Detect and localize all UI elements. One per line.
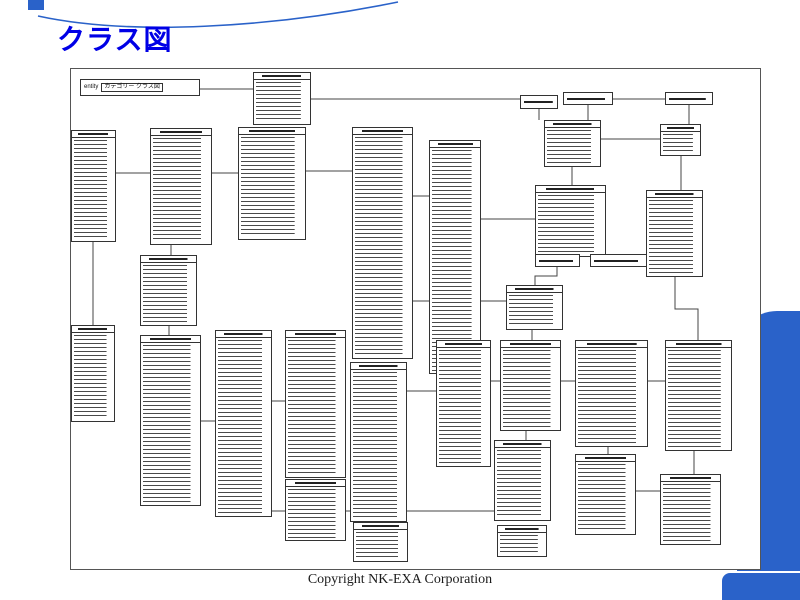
class-box-members	[663, 484, 717, 542]
class-box-members	[509, 295, 559, 327]
class-box-header	[545, 121, 600, 128]
class-box	[660, 474, 721, 545]
class-box-members	[497, 450, 547, 518]
class-box-header	[661, 125, 700, 132]
class-box	[535, 185, 606, 257]
class-box-members	[143, 265, 193, 323]
class-box-members	[668, 350, 728, 448]
class-box-header	[576, 455, 635, 462]
class-box-small	[520, 95, 558, 109]
class-box	[665, 340, 732, 451]
decorative-right-footer-bar	[722, 573, 800, 600]
class-box-header	[353, 128, 412, 135]
class-box-header	[141, 256, 196, 263]
class-box-header	[437, 341, 490, 348]
class-box-header	[286, 331, 345, 338]
class-box-members	[578, 350, 644, 444]
class-box	[71, 130, 116, 242]
class-box-members	[218, 340, 268, 514]
class-box	[285, 330, 346, 478]
class-box-header	[661, 475, 720, 482]
class-box-members	[355, 137, 409, 356]
class-box	[429, 140, 481, 374]
class-box-small	[590, 254, 647, 267]
class-box-header	[501, 341, 560, 348]
connector-layer	[92, 88, 699, 512]
class-box-header	[576, 341, 647, 348]
class-box-members	[74, 140, 112, 239]
class-box-header	[72, 131, 115, 138]
class-box-members	[578, 464, 632, 532]
class-box	[71, 325, 115, 422]
class-box-header	[239, 128, 305, 135]
class-box	[500, 340, 561, 431]
class-box-members	[74, 335, 111, 419]
class-box-small	[665, 92, 713, 105]
class-box-header	[254, 73, 310, 80]
class-box	[253, 72, 311, 125]
class-box-header	[536, 186, 605, 193]
class-box-header	[351, 363, 406, 370]
class-box-header	[507, 286, 562, 293]
class-box-members	[356, 532, 404, 559]
class-box-members	[153, 138, 208, 242]
class-box-members	[649, 200, 699, 274]
class-box	[506, 285, 563, 330]
class-box-members	[503, 350, 557, 428]
class-box	[575, 454, 636, 535]
class-box-members	[256, 82, 307, 122]
class-box-members	[288, 489, 342, 538]
class-box-members	[288, 340, 342, 475]
class-box	[494, 440, 551, 521]
class-box-header	[430, 141, 480, 148]
class-box	[497, 525, 547, 557]
class-box-small	[535, 254, 580, 267]
class-box	[238, 127, 306, 240]
class-box	[352, 127, 413, 359]
class-box-header	[666, 341, 731, 348]
class-box-small	[563, 92, 613, 105]
class-box-members	[241, 137, 302, 237]
class-box-members	[500, 535, 543, 554]
class-box-members	[439, 350, 487, 464]
class-box	[285, 479, 346, 541]
class-box-header	[141, 336, 200, 343]
class-box-members	[143, 345, 197, 503]
decorative-corner-square	[28, 0, 44, 10]
class-box-header	[286, 480, 345, 487]
class-box-header	[151, 129, 211, 136]
class-box-members	[547, 130, 597, 164]
page-title: クラス図	[57, 24, 173, 55]
copyright-text: Copyright NK-EXA Corporation	[307, 572, 493, 587]
class-box	[575, 340, 648, 447]
class-box-header	[72, 326, 114, 333]
class-box	[353, 522, 408, 562]
class-box-header	[354, 523, 407, 530]
class-box	[660, 124, 701, 156]
class-box-members	[538, 195, 602, 254]
class-box-header	[498, 526, 546, 533]
class-box-header	[495, 441, 550, 448]
class-box	[436, 340, 491, 467]
diagram-label-prefix: entity	[84, 84, 99, 90]
class-box	[150, 128, 212, 245]
class-box-members	[432, 150, 477, 371]
class-box-members	[353, 372, 403, 519]
class-box	[544, 120, 601, 167]
class-box	[646, 190, 703, 277]
class-box	[140, 255, 197, 326]
decorative-curve	[37, 1, 399, 28]
class-box-header	[647, 191, 702, 198]
class-box-header	[216, 331, 271, 338]
class-box	[215, 330, 272, 517]
class-box	[140, 335, 201, 506]
class-box-members	[663, 134, 697, 153]
diagram-label-main: カテゴリー クラス図	[101, 83, 163, 92]
class-box	[350, 362, 407, 522]
